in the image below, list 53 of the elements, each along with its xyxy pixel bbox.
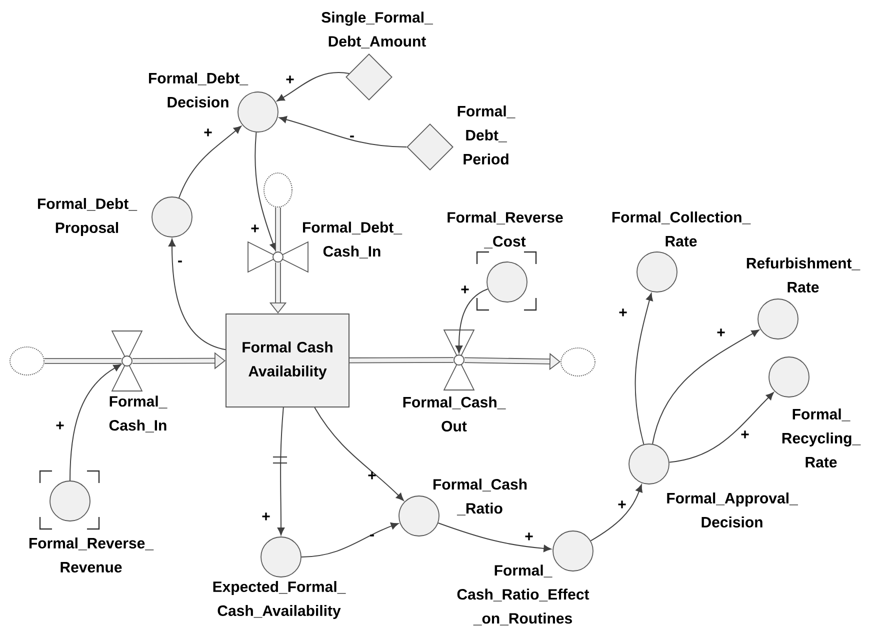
arrow <box>70 364 122 482</box>
arrow <box>254 132 277 251</box>
arrow <box>652 330 760 444</box>
variable-label: Formal_Reverse _Cost <box>448 212 563 248</box>
polarity-label: + <box>741 430 749 438</box>
arrow <box>634 292 653 445</box>
arrow <box>668 392 774 463</box>
polarity-label: - <box>350 136 354 138</box>
source-cloud <box>10 346 44 376</box>
variable-label: Formal_Debt_ Cash_In <box>303 222 402 258</box>
variable-label: Formal_ Recycling_ Rate <box>782 408 861 468</box>
polarity-label: + <box>56 422 64 430</box>
variable-label: Formal_Cash_ Out <box>403 396 506 432</box>
arrow <box>276 72 350 102</box>
polarity-label: + <box>717 328 725 336</box>
variable-label: Formal_ Cash_Ratio_Effect _on_Routines <box>457 564 590 626</box>
variable-label: Formal_ Debt_ Period <box>458 106 516 164</box>
variable-label: Formal_Reverse_ Revenue <box>29 538 154 572</box>
arrow <box>455 288 488 354</box>
flow-pipe <box>350 357 454 364</box>
polarity-label: + <box>525 532 533 540</box>
variable-label: Formal_ Cash_In <box>109 396 168 432</box>
arrow <box>168 238 226 350</box>
arrow <box>272 407 288 536</box>
arrow <box>438 522 552 552</box>
source-cloud <box>264 172 292 208</box>
variable-label: Expected_Formal_ Cash_Availability <box>213 581 346 619</box>
variable-label: Single_Formal_ Debt_Amount <box>322 12 433 48</box>
arrow <box>278 116 408 148</box>
polarity-label: + <box>368 472 376 480</box>
arrow <box>178 126 242 198</box>
polarity-label: + <box>204 128 212 136</box>
polarity-label: - <box>178 260 182 262</box>
stock-box: Formal Cash Availability <box>226 314 350 408</box>
arrow <box>314 407 404 501</box>
polarity-label: + <box>262 512 270 520</box>
polarity-label: + <box>251 224 259 232</box>
polarity-label: + <box>461 286 469 294</box>
polarity-label: + <box>286 76 294 84</box>
arrow <box>590 484 642 542</box>
polarity-label: + <box>618 500 626 508</box>
variable-label: Refurbishment_ Rate <box>746 258 860 292</box>
flow-pipe <box>275 208 281 252</box>
variable-label: Formal_Cash _Ratio <box>434 478 527 516</box>
source-cloud <box>560 348 596 376</box>
flow-pipe <box>44 358 122 364</box>
polarity-label: - <box>370 534 374 536</box>
polarity-label: + <box>619 308 627 316</box>
variable-label: Formal_Approval_ Decision <box>667 492 798 528</box>
variable-label: Formal_Collection_ Rate <box>612 212 751 246</box>
variable-label: Formal_Debt_ Decision <box>149 72 248 108</box>
arrow <box>300 522 399 558</box>
variable-label: Formal_Debt_ Proposal <box>38 198 138 236</box>
